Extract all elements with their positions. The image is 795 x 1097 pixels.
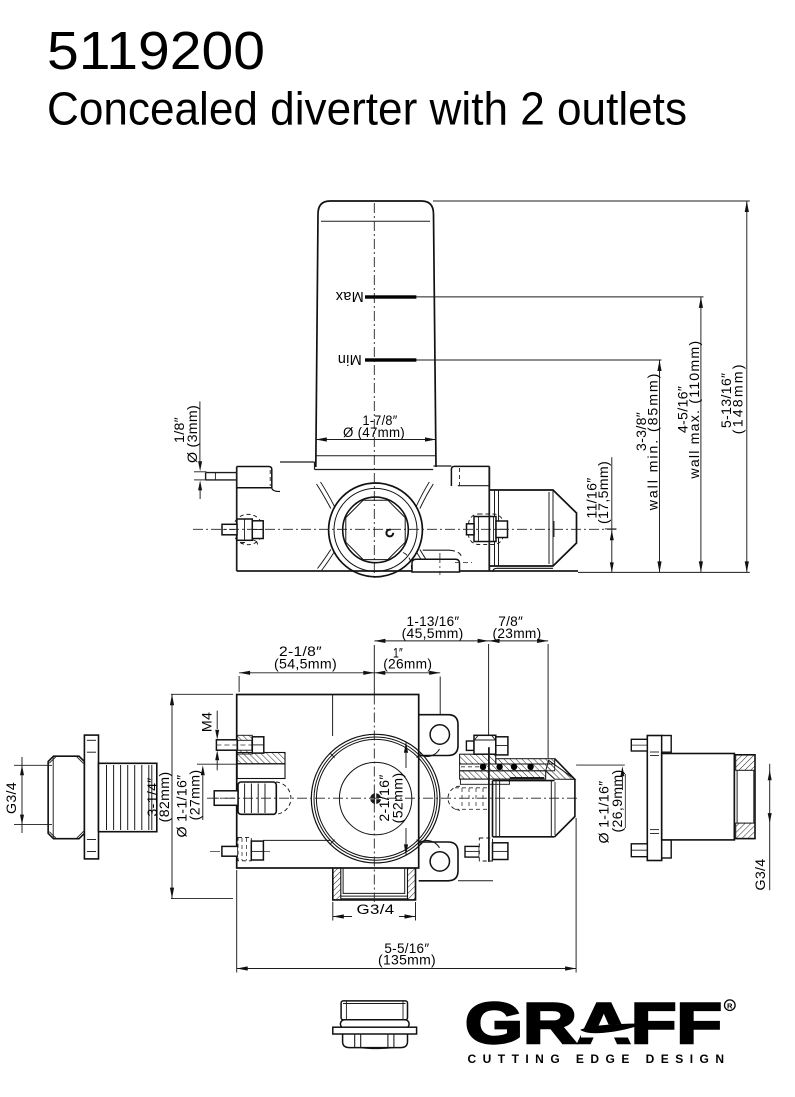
svg-text:(45,5mm): (45,5mm) <box>402 626 464 642</box>
svg-text:Ø (3mm): Ø (3mm) <box>185 405 201 463</box>
svg-text:(27mm): (27mm) <box>188 770 204 821</box>
svg-text:Max: Max <box>335 288 364 304</box>
svg-text:(54,5mm): (54,5mm) <box>274 657 337 673</box>
svg-text:(17,5mm): (17,5mm) <box>596 461 612 524</box>
svg-text:wall max. (110mm): wall max. (110mm) <box>687 341 703 480</box>
svg-text:2-1/8″: 2-1/8″ <box>279 644 322 660</box>
svg-text:M4: M4 <box>200 712 216 732</box>
svg-text:1/8″: 1/8″ <box>172 417 188 443</box>
svg-text:(135mm): (135mm) <box>378 952 436 968</box>
svg-text:(52mm): (52mm) <box>391 773 407 824</box>
svg-text:5-5/16″: 5-5/16″ <box>384 941 429 957</box>
svg-text:G3/4: G3/4 <box>753 859 769 891</box>
svg-text:11/16″: 11/16″ <box>585 477 601 518</box>
svg-text:R: R <box>727 1001 733 1010</box>
svg-text:G3/4: G3/4 <box>4 782 20 814</box>
svg-text:1-13/16″: 1-13/16″ <box>407 614 460 630</box>
svg-text:(26,9mm): (26,9mm) <box>610 769 626 832</box>
svg-text:5-13/16″: 5-13/16″ <box>719 373 735 429</box>
svg-text:(148mm): (148mm) <box>731 364 747 434</box>
svg-text:Min: Min <box>337 351 361 367</box>
svg-text:GRAFF: GRAFF <box>465 992 722 1056</box>
svg-text:(26mm): (26mm) <box>383 657 432 673</box>
svg-text:(23mm): (23mm) <box>493 626 542 642</box>
svg-text:1-7/8″: 1-7/8″ <box>363 413 398 429</box>
svg-text:5119200: 5119200 <box>47 21 265 81</box>
svg-text:Concealed diverter with 2 outl: Concealed diverter with 2 outlets <box>47 83 687 135</box>
svg-text:G3/4: G3/4 <box>357 902 395 918</box>
svg-text:1″: 1″ <box>393 646 403 662</box>
svg-text:Ø (47mm): Ø (47mm) <box>343 425 405 441</box>
svg-text:2-1/16″: 2-1/16″ <box>377 774 393 821</box>
svg-text:7/8″: 7/8″ <box>498 614 523 630</box>
svg-text:3-3/8″: 3-3/8″ <box>634 412 650 451</box>
svg-text:wall min. (85mm): wall min. (85mm) <box>646 373 662 511</box>
svg-text:Ø 1-1/16″: Ø 1-1/16″ <box>597 781 613 844</box>
svg-text:4-5/16″: 4-5/16″ <box>675 386 691 433</box>
svg-text:3-1/4″: 3-1/4″ <box>145 777 161 816</box>
svg-text:Ø 1-1/16″: Ø 1-1/16″ <box>174 775 190 838</box>
svg-text:(82mm): (82mm) <box>157 772 173 823</box>
